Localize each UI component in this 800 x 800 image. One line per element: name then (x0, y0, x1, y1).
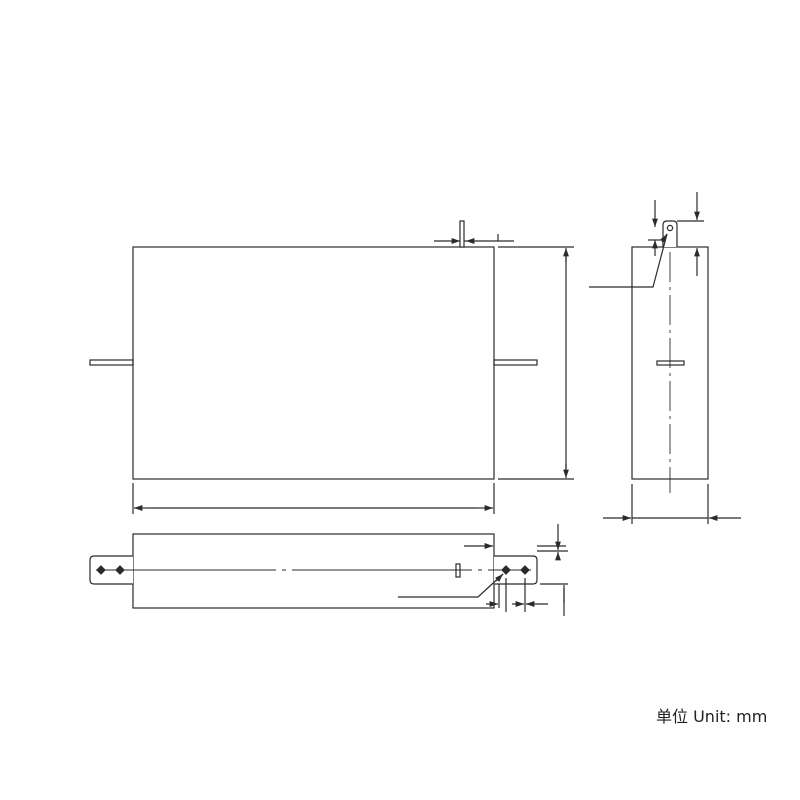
front-left-terminal (89, 359, 134, 366)
bottom-hole-leader (398, 573, 504, 598)
front-top-terminal (459, 220, 465, 248)
side-thickness-dimension (603, 484, 741, 524)
unit-note: 单位 Unit: mm (656, 707, 768, 726)
side-view (589, 192, 741, 524)
bottom-center-slot (455, 563, 461, 578)
side-tab-hole (666, 224, 674, 232)
front-height-dimension (498, 246, 574, 480)
side-center-terminal (656, 360, 685, 366)
front-width-dimension (132, 483, 495, 514)
side-hole-leader (589, 233, 668, 288)
bottom-tab-dimensions (464, 524, 568, 616)
front-view (89, 220, 574, 514)
top-terminal-width-dimension (434, 234, 514, 244)
bottom-view (89, 524, 568, 616)
side-tab-dimensions (648, 192, 704, 276)
front-body (132, 246, 495, 480)
front-right-terminal (493, 359, 538, 366)
